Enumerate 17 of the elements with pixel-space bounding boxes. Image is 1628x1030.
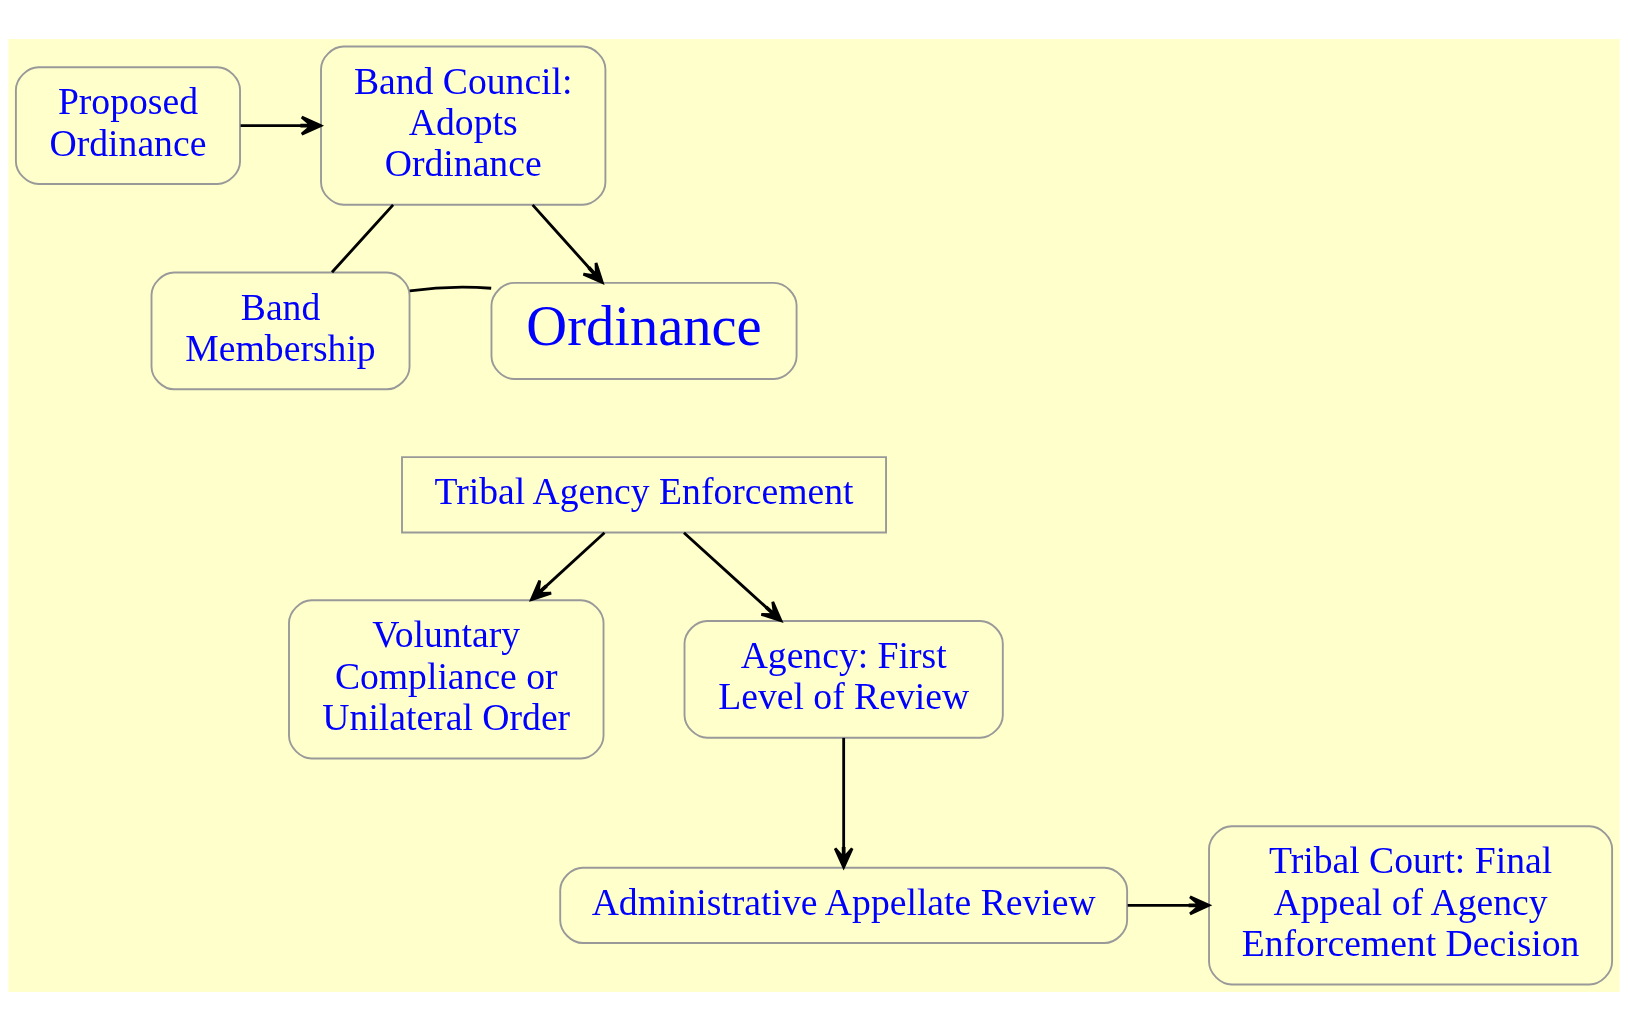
arrow xyxy=(531,203,604,284)
node-box: Tribal Court: Final Appeal of Agency Enforcement Decision xyxy=(1208,824,1614,985)
node-box: Proposed Ordinance xyxy=(14,65,241,185)
connector xyxy=(409,285,492,292)
connector xyxy=(330,203,395,273)
node-box: Band Council: Adopts Ordinance xyxy=(320,45,607,206)
arrow xyxy=(530,531,606,601)
node-box: Administrative Appellate Review xyxy=(559,866,1129,944)
node-box: Band Membership xyxy=(150,271,411,390)
arrow xyxy=(240,115,323,136)
node-box: Tribal Agency Enforcement xyxy=(401,455,887,533)
arrow xyxy=(1127,894,1211,915)
arrow xyxy=(683,531,783,622)
node-box: Voluntary Compliance or Unilateral Order xyxy=(288,598,605,759)
arrow xyxy=(833,737,854,869)
node-box: Ordinance xyxy=(490,281,798,380)
node-box: Agency: First Level of Review xyxy=(683,619,1004,739)
